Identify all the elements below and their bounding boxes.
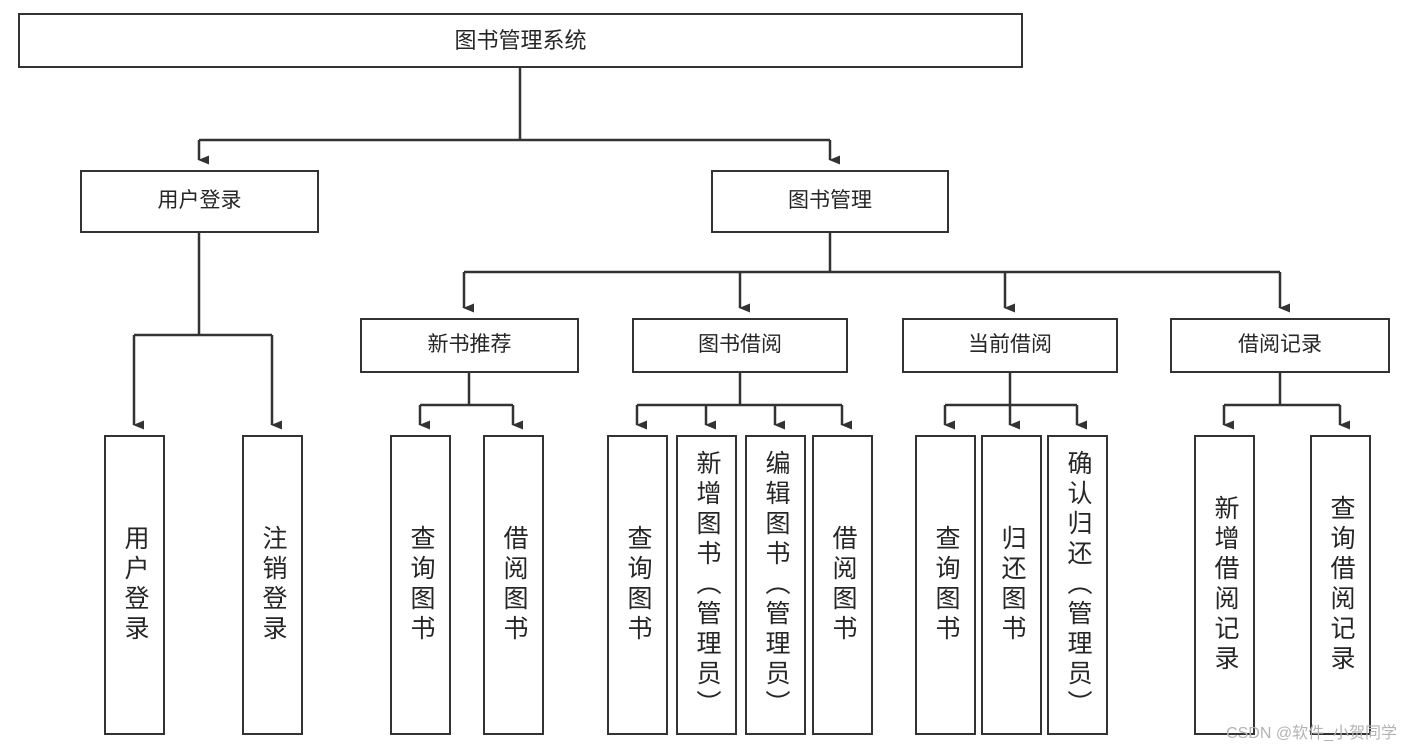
node-leaf-add-borrow-record[interactable]: 新增借阅记录	[1194, 435, 1255, 735]
node-leaf-add-book-admin-label: 新增图书（管理员）	[693, 450, 721, 720]
node-leaf-logout[interactable]: 注销登录	[242, 435, 303, 735]
node-borrow-record-label: 借阅记录	[1238, 333, 1322, 357]
node-leaf-recommend-borrow-book[interactable]: 借阅图书	[483, 435, 544, 735]
node-user-login-label: 用户登录	[157, 189, 242, 213]
node-book-management[interactable]: 图书管理	[711, 170, 949, 233]
node-leaf-edit-book-admin[interactable]: 编辑图书（管理员）	[745, 435, 806, 735]
node-leaf-borrow-query-book-label: 查询图书	[624, 525, 652, 645]
node-leaf-return-book[interactable]: 归还图书	[981, 435, 1042, 735]
node-leaf-add-book-admin[interactable]: 新增图书（管理员）	[676, 435, 737, 735]
node-current-borrow-label: 当前借阅	[968, 333, 1052, 357]
watermark-text: CSDN @软件_小贺同学	[1226, 725, 1397, 742]
node-leaf-borrow-query-book[interactable]: 查询图书	[607, 435, 668, 735]
node-leaf-user-login[interactable]: 用户登录	[104, 435, 165, 735]
node-leaf-recommend-query-book[interactable]: 查询图书	[390, 435, 451, 735]
node-user-login[interactable]: 用户登录	[80, 170, 319, 233]
node-leaf-query-borrow-record-label: 查询借阅记录	[1327, 495, 1355, 675]
node-leaf-recommend-borrow-book-label: 借阅图书	[500, 525, 528, 645]
node-book-management-label: 图书管理	[788, 189, 872, 213]
node-new-book-recommend[interactable]: 新书推荐	[360, 318, 579, 373]
node-leaf-edit-book-admin-label: 编辑图书（管理员）	[762, 450, 790, 720]
node-root-system[interactable]: 图书管理系统	[18, 13, 1023, 68]
node-leaf-add-borrow-record-label: 新增借阅记录	[1211, 495, 1239, 675]
node-leaf-current-query-book-label: 查询图书	[932, 525, 960, 645]
node-leaf-confirm-return-admin[interactable]: 确认归还（管理员）	[1047, 435, 1108, 735]
node-leaf-return-book-label: 归还图书	[998, 525, 1026, 645]
node-leaf-current-query-book[interactable]: 查询图书	[915, 435, 976, 735]
node-leaf-user-login-label: 用户登录	[121, 525, 149, 645]
node-borrow-record[interactable]: 借阅记录	[1170, 318, 1390, 373]
node-leaf-borrow-lend-book-label: 借阅图书	[829, 525, 857, 645]
node-root-system-label: 图书管理系统	[454, 27, 587, 53]
node-leaf-borrow-lend-book[interactable]: 借阅图书	[812, 435, 873, 735]
node-book-borrow-label: 图书借阅	[698, 333, 782, 357]
node-current-borrow[interactable]: 当前借阅	[902, 318, 1118, 373]
node-leaf-logout-label: 注销登录	[259, 525, 287, 645]
node-book-borrow[interactable]: 图书借阅	[632, 318, 848, 373]
node-leaf-confirm-return-admin-label: 确认归还（管理员）	[1064, 450, 1092, 720]
node-new-book-recommend-label: 新书推荐	[427, 333, 512, 357]
node-leaf-query-borrow-record[interactable]: 查询借阅记录	[1310, 435, 1371, 735]
node-leaf-recommend-query-book-label: 查询图书	[407, 525, 435, 645]
